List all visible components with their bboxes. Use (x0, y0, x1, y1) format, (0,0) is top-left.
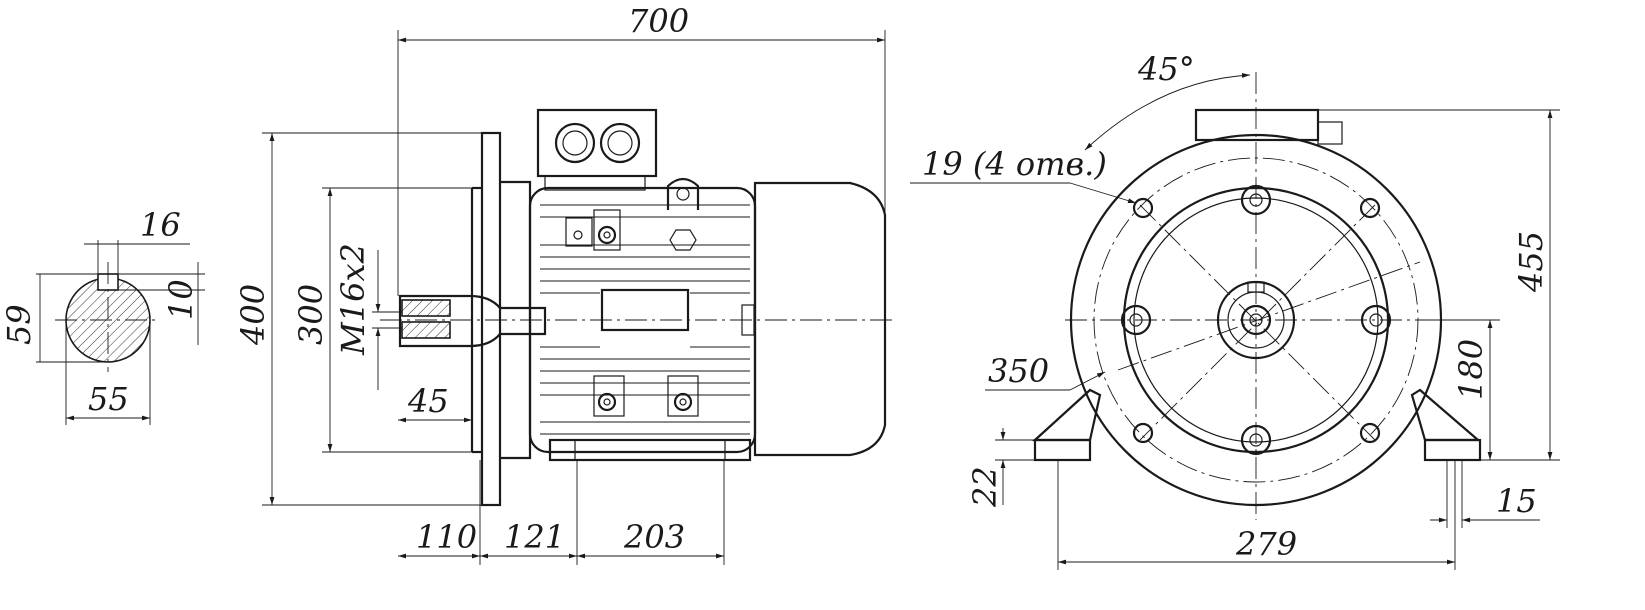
lifting-eye (666, 177, 700, 210)
flange-hole (1359, 197, 1381, 219)
dim-flange-diameter: 400 (234, 284, 272, 346)
motor-feet (548, 438, 752, 462)
nameplate (600, 288, 690, 332)
dim-foot-thickness: 22 (966, 466, 1004, 508)
right-foot (1423, 438, 1482, 462)
dim-overall-length: 700 (628, 2, 689, 40)
left-foot (1033, 438, 1092, 462)
dim-angle: 45° (1137, 50, 1195, 88)
dim-spigot-depth: 45 (407, 382, 449, 420)
dim-foot-span: 203 (623, 518, 685, 556)
dim-shaft-length: 110 (416, 518, 477, 556)
dim-flange-holes: 19 (4 отв.) (922, 145, 1107, 183)
dim-bolt-circle: 350 (988, 352, 1049, 390)
flange-hole (1359, 422, 1381, 444)
dim-total-height: 455 (1512, 231, 1550, 293)
flange-hole (1132, 197, 1154, 219)
dim-key-depth: 10 (162, 279, 200, 320)
dim-shaft-height: 180 (1452, 339, 1490, 400)
flange-hole (1132, 422, 1154, 444)
motor-front-view (910, 72, 1560, 570)
mounting-flange (480, 131, 502, 507)
shaft-section-view (36, 240, 205, 425)
dim-thread: M16x2 (334, 243, 372, 356)
dim-shaft-key-height: 59 (0, 304, 38, 345)
dim-key-width: 16 (140, 206, 181, 244)
dim-foot-hole: 15 (1496, 482, 1537, 520)
dim-foot-width: 279 (1235, 525, 1297, 563)
dim-flange-to-foot: 121 (504, 518, 565, 556)
bolt-circle (1093, 157, 1419, 483)
motor-side-view (262, 30, 895, 565)
motor-shaft (398, 294, 547, 348)
fan-cover (753, 181, 887, 457)
dim-shaft-diameter: 55 (88, 380, 129, 418)
hex-bolt-icon (669, 229, 697, 251)
dim-pilot-diameter: 300 (292, 284, 330, 345)
